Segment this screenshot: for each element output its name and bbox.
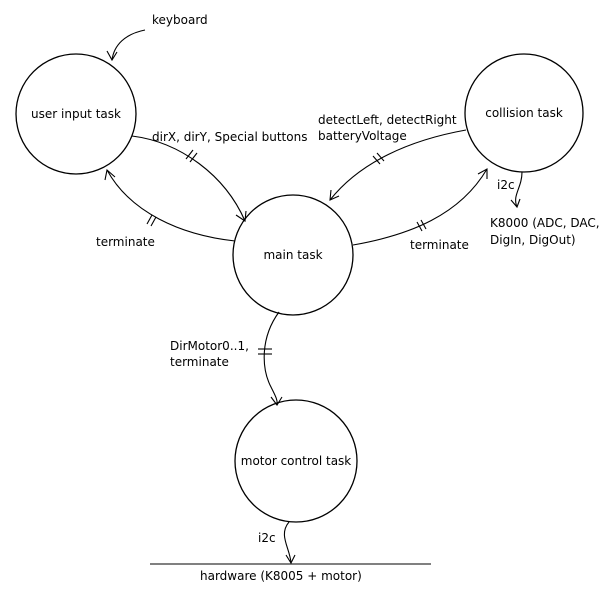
user-to-main-label: dirX, dirY, Special buttons [152,130,307,144]
main-to-user-label: terminate [96,235,155,249]
hardware-label: hardware (K8005 + motor) [200,569,362,583]
main-task-label: main task [263,248,322,262]
user-input-task-node: user input task [15,53,137,175]
main-to-motor-label-1: DirMotor0..1, [170,339,249,353]
k8000-label-2: DigIn, DigOut) [490,233,576,247]
collision-to-main-label-1: detectLeft, detectRight [318,113,457,127]
collision-task-label: collision task [485,106,563,120]
main-to-motor-label-2: terminate [170,355,229,369]
keyboard-label: keyboard [152,13,208,27]
hardware-bar: hardware (K8005 + motor) [150,563,431,583]
user-input-task-label: user input task [31,107,121,121]
main-to-collision-edge: terminate [352,168,488,252]
motor-i2c-label: i2c [258,531,276,545]
motor-control-task-node: motor control task [234,399,358,523]
keyboard-edge: keyboard [106,13,208,62]
k8000-label-1: K8000 (ADC, DAC, [490,216,600,230]
collision-i2c-label: i2c [497,178,515,192]
main-to-collision-label: terminate [410,238,469,252]
main-to-user-edge: terminate [96,168,236,249]
user-to-main-edge: dirX, dirY, Special buttons [131,130,307,222]
collision-i2c-edge: i2c K8000 (ADC, DAC, DigIn, DigOut) [490,171,600,247]
main-task-node: main task [232,194,354,316]
motor-i2c-edge: i2c [258,521,296,565]
motor-control-task-label: motor control task [241,454,352,468]
collision-to-main-label-2: batteryVoltage [318,129,407,143]
main-to-motor-edge: DirMotor0..1, terminate [170,311,283,406]
collision-to-main-edge: detectLeft, detectRight batteryVoltage [318,113,467,201]
collision-task-node: collision task [464,53,584,173]
